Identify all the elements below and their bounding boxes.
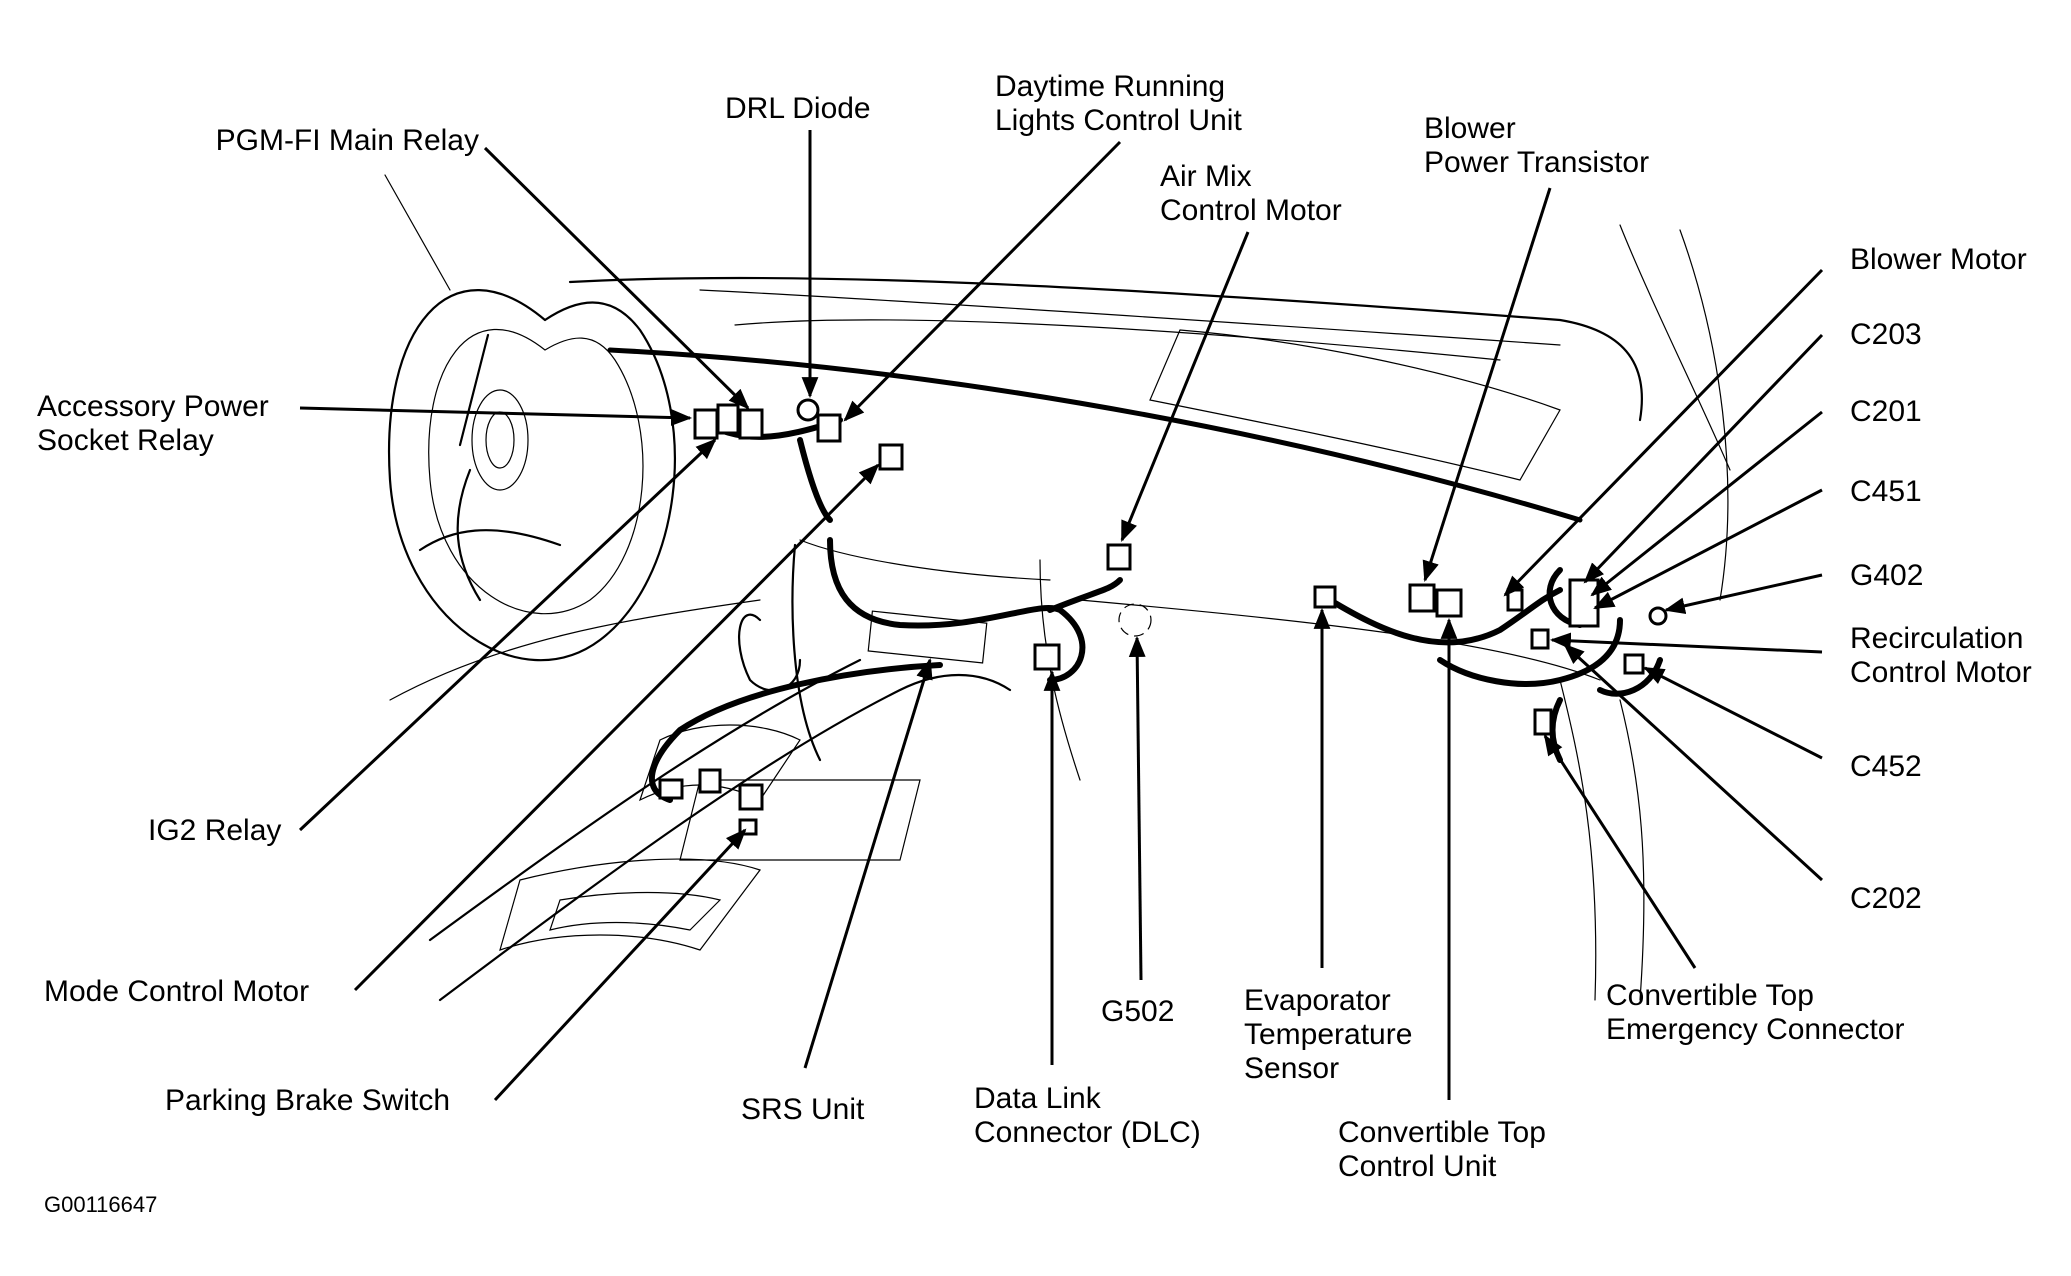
label-drl-control-unit: Daytime Running Lights Control Unit xyxy=(995,70,1242,137)
recirculation-motor-shape xyxy=(1530,628,1550,650)
dashboard-outline xyxy=(389,224,1731,1001)
convertible-top-control-unit-shape xyxy=(1435,588,1463,618)
steering-wheel xyxy=(384,174,676,662)
air-mix-control-motor-shape xyxy=(1106,543,1132,571)
label-srs-unit: SRS Unit xyxy=(741,1093,865,1126)
console-connector-shape xyxy=(738,783,764,811)
label-blower-power-transistor: Blower Power Transistor xyxy=(1424,112,1650,179)
label-pgm-fi-main-relay: PGM-FI Main Relay xyxy=(215,124,479,157)
blower-transistor-shape xyxy=(1408,583,1436,613)
drl-diode-shape xyxy=(796,398,820,422)
label-evaporator-temperature-sensor: Evaporator Temperature Sensor xyxy=(1244,984,1413,1085)
ig2-relay-shape xyxy=(716,403,740,435)
label-accessory-power-socket-relay: Accessory Power Socket Relay xyxy=(37,390,269,457)
c452-shape xyxy=(1623,653,1645,675)
label-c203: C203 xyxy=(1850,318,1922,351)
pgm-fi-main-relay-shape xyxy=(738,408,764,440)
figure-id: G00116647 xyxy=(44,1192,158,1217)
dlc-shape xyxy=(1033,643,1061,671)
mode-control-motor-shape xyxy=(878,443,904,471)
drl-control-unit-shape xyxy=(816,413,842,443)
label-drl-diode: DRL Diode xyxy=(725,92,871,125)
blower-motor-connector-shape xyxy=(1568,578,1600,628)
g502-shape xyxy=(1118,603,1152,637)
convertible-top-emergency-connector-shape xyxy=(1533,708,1553,736)
label-air-mix-control-motor: Air Mix Control Motor xyxy=(1160,160,1342,227)
label-parking-brake-switch: Parking Brake Switch xyxy=(165,1084,451,1117)
label-blower-motor: Blower Motor xyxy=(1850,243,2027,276)
accessory-power-socket-relay-shape xyxy=(693,408,719,440)
c202-shape xyxy=(1506,588,1524,612)
evaporator-sensor-shape xyxy=(1313,585,1337,609)
parking-brake-switch-shape xyxy=(658,778,684,800)
label-mode-control-motor: Mode Control Motor xyxy=(44,975,310,1008)
g402-shape xyxy=(1648,606,1668,626)
leader-lines xyxy=(298,130,1824,1102)
label-convertible-top-emergency-connector: Convertible Top Emergency Connector xyxy=(1606,979,1905,1046)
label-g402: G402 xyxy=(1850,559,1924,592)
label-ig2-relay: IG2 Relay xyxy=(148,814,282,847)
label-g502: G502 xyxy=(1101,995,1175,1028)
label-c201: C201 xyxy=(1850,395,1922,428)
label-convertible-top-control-unit: Convertible Top Control Unit xyxy=(1338,1116,1546,1183)
label-c202: C202 xyxy=(1850,882,1922,915)
center-console xyxy=(428,610,1012,1002)
label-c451: C451 xyxy=(1850,475,1922,508)
label-c452: C452 xyxy=(1850,750,1922,783)
label-data-link-connector: Data Link Connector (DLC) xyxy=(974,1082,1201,1149)
label-recirculation-control-motor: Recirculation Control Motor xyxy=(1850,622,2032,689)
